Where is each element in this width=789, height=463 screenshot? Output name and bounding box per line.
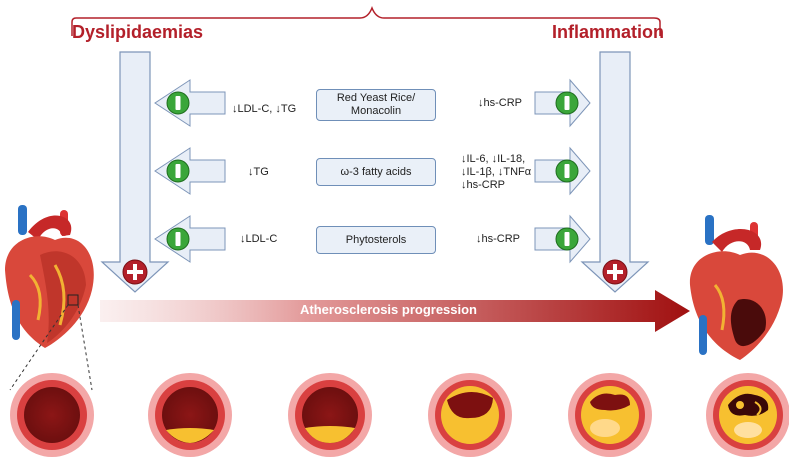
plus-circle-icon — [602, 259, 628, 285]
left-vertical-arrow — [100, 51, 170, 293]
artery-stage-6 — [706, 373, 789, 457]
inflammation-effect-row-1: ↓hs-CRP — [478, 97, 523, 109]
inflammation-effect-row-2: ↓IL-6, ↓IL-18, ↓IL-1β, ↓TNFα ↓hs-CRP — [461, 153, 532, 191]
minus-circle-icon — [166, 227, 190, 251]
lipid-effect-row-1: ↓LDL-C, ↓TG — [232, 103, 297, 115]
diseased-heart-image — [689, 215, 783, 360]
artery-stage-3 — [288, 373, 372, 457]
left-arrow-row-2 — [154, 147, 226, 195]
artery-stage-5 — [568, 373, 652, 457]
minus-circle-icon — [166, 159, 190, 183]
compound-box-row-3: Phytosterols — [316, 226, 436, 254]
artery-stage-4 — [428, 373, 512, 457]
dyslipidaemias-heading: Dyslipidaemias — [72, 22, 204, 42]
healthy-heart-image — [5, 205, 94, 391]
minus-circle-icon — [166, 91, 190, 115]
compound-box-row-2: ω-3 fatty acids — [316, 158, 436, 186]
artery-stage-1 — [10, 373, 94, 457]
progression-label: Atherosclerosis progression — [300, 302, 477, 317]
minus-circle-icon — [555, 227, 579, 251]
left-arrow-row-3 — [154, 215, 226, 263]
top-brace — [71, 5, 661, 36]
minus-circle-icon — [555, 91, 579, 115]
lipid-effect-row-3: ↓LDL-C — [240, 233, 278, 245]
left-arrow-row-1 — [154, 79, 226, 127]
inflammation-effect-row-3: ↓hs-CRP — [476, 233, 521, 245]
minus-circle-icon — [555, 159, 579, 183]
artery-stage-2 — [148, 373, 232, 457]
inflammation-heading: Inflammation — [552, 22, 665, 42]
right-vertical-arrow — [580, 51, 650, 293]
compound-box-row-1: Red Yeast Rice/ Monacolin — [316, 89, 436, 121]
progression-arrow — [100, 290, 690, 332]
plus-circle-icon — [122, 259, 148, 285]
lipid-effect-row-2: ↓TG — [248, 166, 269, 178]
